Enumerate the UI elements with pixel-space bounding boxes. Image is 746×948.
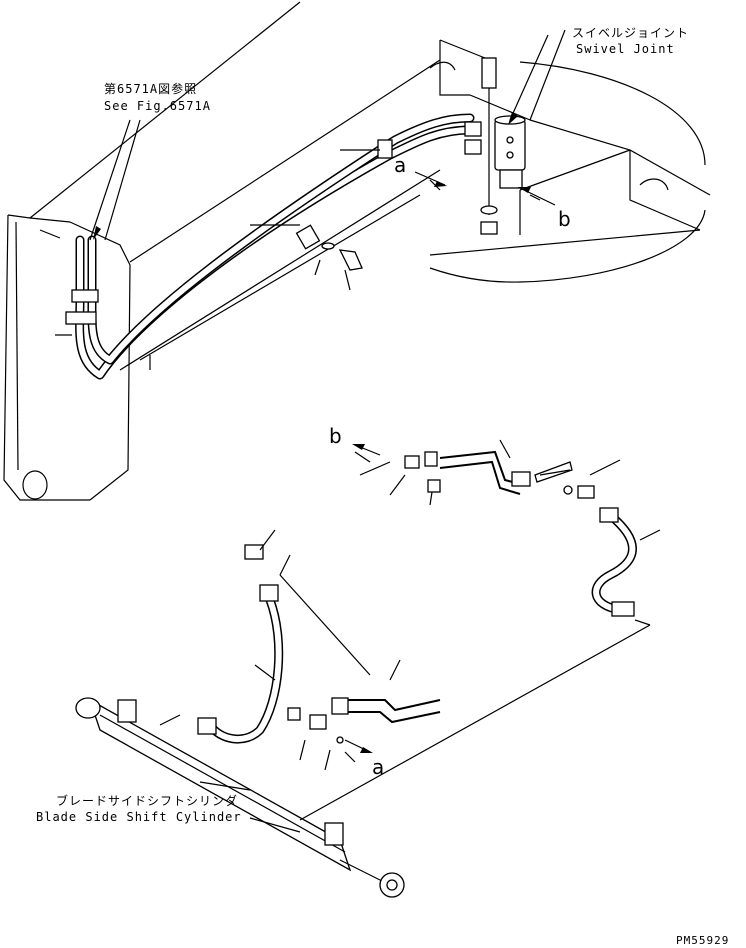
see-fig-label-en: See Fig.6571A [104,99,211,113]
turntable-outline [429,61,706,283]
leader-lines [55,29,661,833]
see-fig-label-jp: 第6571A図参照 [104,82,198,96]
swivel-joint-label-jp: スイベルジョイント [572,26,690,40]
swivel-joint [480,57,526,235]
swivel-joint-label-en: Swivel Joint [576,42,675,56]
lower-left-hoses [197,544,441,744]
ref-b-upper: b [558,207,571,231]
drawing-number: PM55929 [676,934,730,947]
chassis-frame [3,1,711,501]
ref-b-lower: b [329,424,342,448]
clamp-bolt [295,224,363,271]
ref-a-lower: a [372,755,385,779]
lower-right-hoses [404,450,637,617]
ref-a-upper: a [394,153,407,177]
cylinder-label-jp: ブレードサイドシフトシリンダ [56,794,239,808]
arrows [93,34,556,753]
upper-hose-lines [65,113,482,380]
cylinder-label-en: Blade Side Shift Cylinder [36,810,242,824]
